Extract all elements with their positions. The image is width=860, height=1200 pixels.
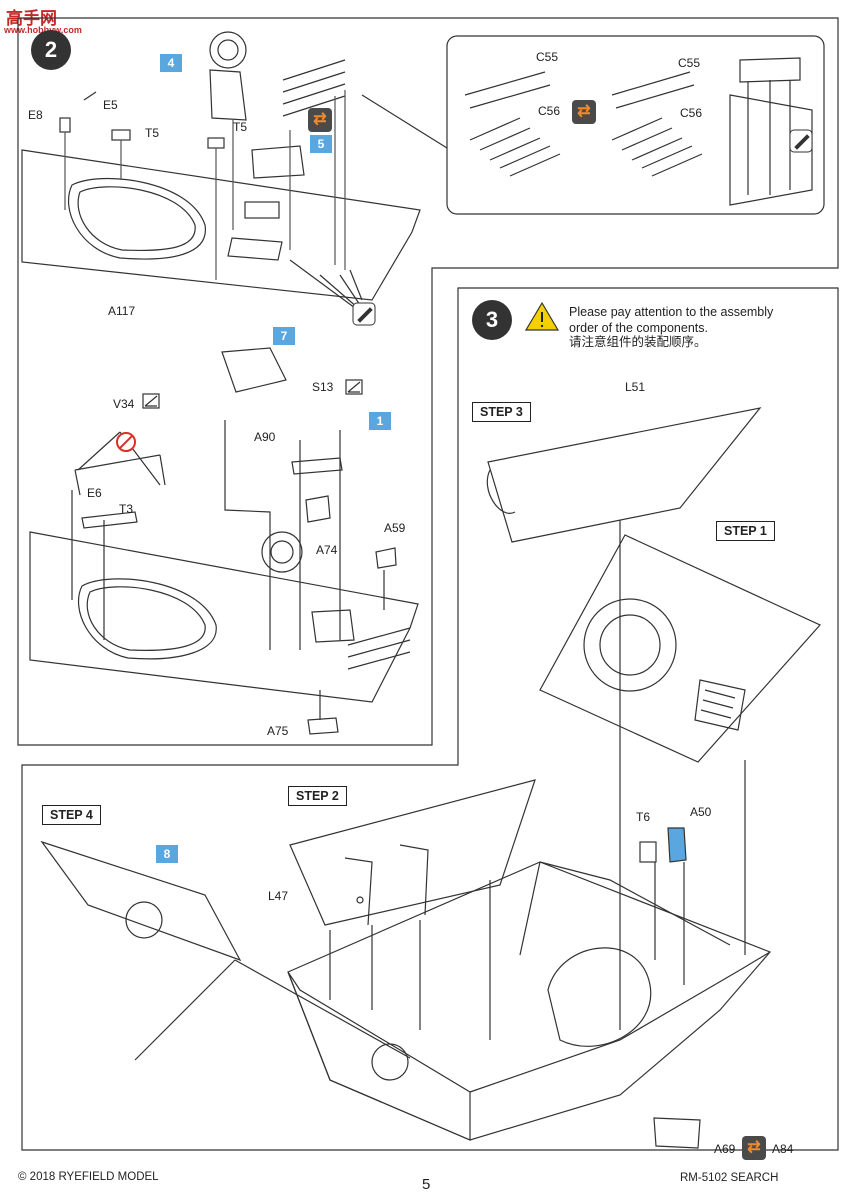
hull-tub — [287, 861, 772, 1141]
part-label-a75: A75 — [267, 724, 289, 738]
part-label-e5: E5 — [103, 98, 118, 112]
product-code: RM-5102 SEARCH — [680, 1172, 779, 1184]
callout-8: 8 — [156, 845, 178, 863]
part-label-t5: T5 — [233, 120, 248, 134]
step-2-number: 2 — [31, 30, 71, 70]
part-label-c55: C55 — [678, 56, 701, 70]
callout-7: 7 — [273, 327, 295, 345]
sub-step-4-tag: STEP 4 — [42, 805, 101, 825]
part-label-a90: A90 — [254, 430, 276, 444]
step3-panel-border — [21, 287, 839, 1151]
swap-icon: ⇄ — [572, 100, 596, 124]
part-label-s13: S13 — [312, 380, 334, 394]
step4-plate — [40, 840, 242, 962]
swap-icon: ⇄ — [742, 1136, 766, 1160]
part-label-t3: T3 — [119, 502, 134, 516]
lower-hull-plate — [29, 531, 419, 703]
callout-4: 4 — [160, 54, 182, 72]
sub-step-1-tag: STEP 1 — [716, 521, 775, 541]
part-label-a50: A50 — [690, 805, 712, 819]
sub-step-3-tag: STEP 3 — [472, 402, 531, 422]
page-number: 5 — [422, 1176, 431, 1193]
part-label-l51: L51 — [625, 380, 646, 394]
part-label-a69: A69 — [714, 1142, 736, 1156]
step-3-number: 3 — [472, 300, 512, 340]
part-label-a117: A117 — [108, 304, 136, 318]
part-label-c56: C56 — [680, 106, 703, 120]
part-label-t6: T6 — [636, 810, 651, 824]
step2-frame — [289, 779, 536, 926]
part-label-e6: E6 — [87, 486, 102, 500]
assembly-note-en: Please pay attention to the assembly ord… — [569, 305, 774, 335]
step2-panel-border — [17, 17, 839, 746]
part-label-a84: A84 — [772, 1142, 794, 1156]
part-label-v34: V34 — [113, 397, 135, 411]
part-label-c55: C55 — [536, 50, 559, 64]
part-label-a59: A59 — [384, 521, 406, 535]
part-label-a74: A74 — [316, 543, 338, 557]
swap-icon: ⇄ — [308, 108, 332, 132]
step1-assembly — [539, 534, 821, 763]
part-label-t5: T5 — [145, 126, 160, 140]
watermark-url: www.hobbyw.com — [4, 25, 82, 35]
upper-hull-plate — [21, 149, 421, 301]
part-label-l47: L47 — [268, 889, 289, 903]
part-label-e8: E8 — [28, 108, 43, 122]
sub-step-2-tag: STEP 2 — [288, 786, 347, 806]
part-label-c56: C56 — [538, 104, 561, 118]
assembly-note-cn: 请注意组件的装配顺序。 — [569, 335, 707, 349]
detail-inset-border — [446, 35, 825, 215]
callout-5: 5 — [310, 135, 332, 153]
copyright: © 2018 RYEFIELD MODEL — [18, 1171, 159, 1183]
step3-side-plate — [487, 407, 762, 543]
callout-1: 1 — [369, 412, 391, 430]
